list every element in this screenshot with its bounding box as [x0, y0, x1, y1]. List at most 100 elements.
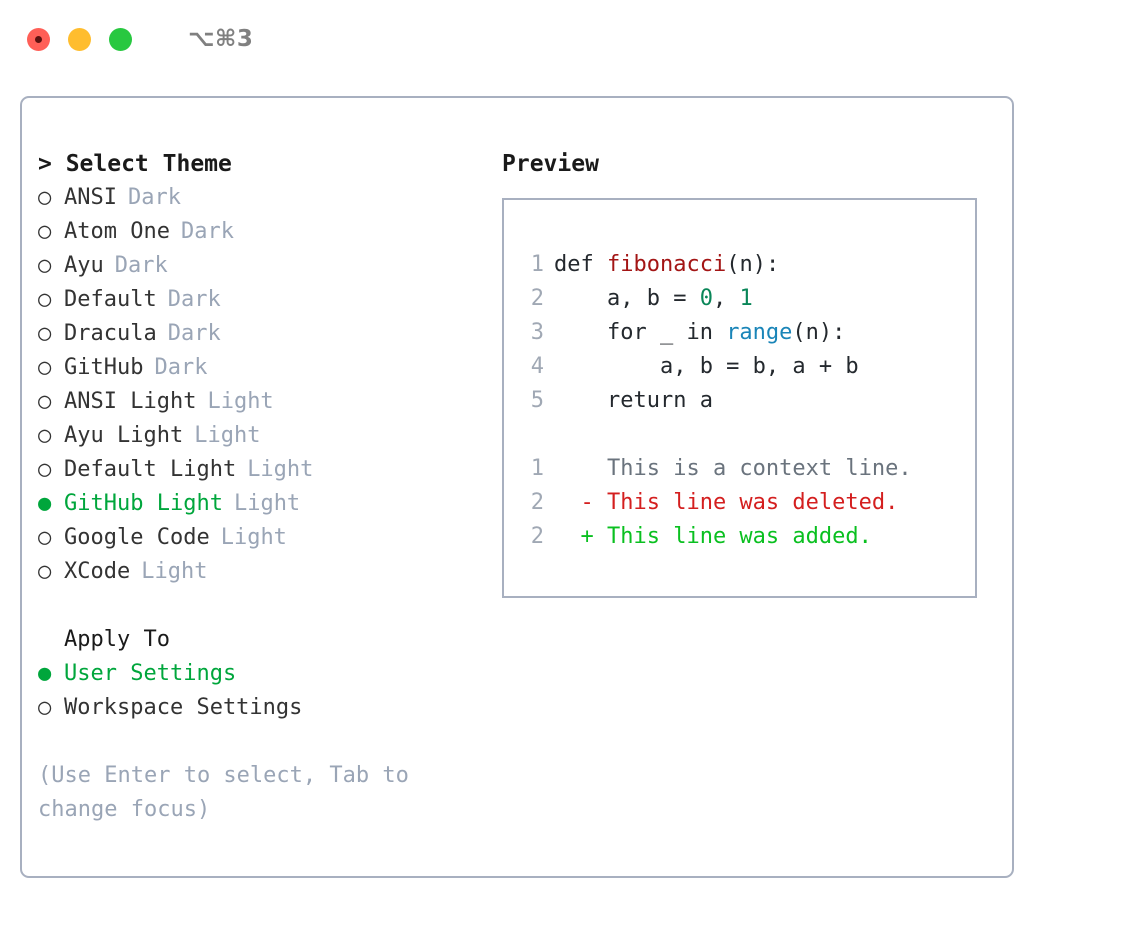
line-number: 2	[530, 524, 544, 549]
diff-line-text: This line was added.	[606, 524, 872, 549]
theme-kind-label: Dark	[180, 219, 234, 244]
zoom-button[interactable]	[109, 27, 132, 51]
radio-unselected-icon: ○	[38, 559, 52, 584]
theme-kind-label: Light	[141, 559, 208, 584]
radio-unselected-icon: ○	[38, 185, 52, 210]
theme-name: ANSI	[64, 185, 117, 210]
theme-name: ANSI Light	[64, 389, 197, 414]
diff-sample: 1 This is a context line.2 - This line w…	[522, 452, 975, 554]
radio-unselected-icon: ○	[38, 287, 52, 312]
theme-option-google-code[interactable]: ○ Google Code Light	[38, 521, 488, 555]
apply-to-option-workspace-settings[interactable]: ○ Workspace Settings	[38, 691, 488, 725]
theme-option-github-light[interactable]: ● GitHub Light Light	[38, 487, 488, 521]
select-theme-header: > Select Theme	[38, 151, 232, 177]
line-number: 4	[530, 354, 544, 379]
code-token: def	[554, 252, 607, 277]
code-token: range	[726, 320, 793, 345]
theme-kind-label: Light	[207, 389, 274, 414]
code-token: (n):	[792, 320, 846, 345]
code-diff-separator	[522, 418, 975, 452]
line-number: 2	[530, 490, 544, 515]
theme-kind-label: Dark	[167, 321, 221, 346]
theme-kind-label: Dark	[114, 253, 168, 278]
radio-unselected-icon: ○	[38, 695, 52, 720]
theme-name: Google Code	[64, 525, 210, 550]
code-line-text: a, b = b, a + b	[554, 350, 859, 384]
title-bar: ⌥⌘3	[0, 0, 1140, 78]
window-controls	[27, 27, 132, 51]
diff-marker: -	[554, 490, 607, 515]
apply-to-option-user-settings[interactable]: ● User Settings	[38, 657, 488, 691]
line-number: 5	[530, 388, 544, 413]
code-line-text: def fibonacci(n):	[554, 248, 779, 282]
theme-name: XCode	[64, 559, 131, 584]
preview-header: Preview	[502, 151, 599, 177]
theme-kind-label: Light	[233, 491, 301, 516]
code-token: return a	[554, 388, 713, 413]
theme-kind-label: Dark	[154, 355, 208, 380]
close-button[interactable]	[27, 27, 50, 51]
apply-to-label: User Settings	[64, 661, 237, 686]
theme-name: Ayu Light	[64, 423, 184, 448]
theme-kind-label: Light	[220, 525, 287, 550]
apply-to-label: Workspace Settings	[64, 695, 303, 720]
code-line-text: for _ in range(n):	[554, 316, 845, 350]
theme-name: Default Light	[64, 457, 237, 482]
line-number: 1	[530, 456, 544, 481]
diff-line: 2 + This line was added.	[522, 520, 975, 554]
radio-unselected-icon: ○	[38, 423, 52, 448]
theme-option-default-light[interactable]: ○ Default Light Light	[38, 453, 488, 487]
radio-unselected-icon: ○	[38, 355, 52, 380]
line-number: 1	[530, 252, 544, 277]
line-number: 2	[530, 286, 544, 311]
theme-option-ayu[interactable]: ○ Ayu Dark	[38, 249, 488, 283]
radio-unselected-icon: ○	[38, 321, 52, 346]
diff-line-text: This line was deleted.	[606, 490, 899, 515]
apply-to-options[interactable]: ● User Settings ○ Workspace Settings	[38, 657, 488, 725]
radio-unselected-icon: ○	[38, 457, 52, 482]
radio-unselected-icon: ○	[38, 525, 52, 550]
diff-marker	[554, 452, 607, 486]
theme-kind-label: Light	[247, 457, 314, 482]
diff-line: 2 - This line was deleted.	[522, 486, 975, 520]
radio-selected-icon: ●	[38, 491, 52, 516]
code-token: ,	[712, 286, 740, 311]
code-token: fibonacci	[606, 252, 727, 277]
theme-option-ansi[interactable]: ○ ANSI Dark	[38, 181, 488, 215]
minimize-button[interactable]	[68, 27, 91, 51]
code-line: 4 a, b = b, a + b	[522, 350, 975, 384]
theme-option-xcode[interactable]: ○ XCode Light	[38, 555, 488, 589]
code-line: 1 def fibonacci(n):	[522, 248, 975, 282]
apply-to-title: Apply To	[64, 627, 170, 652]
radio-selected-icon: ●	[38, 661, 52, 686]
theme-name: Ayu	[64, 253, 104, 278]
code-token: for _ in	[554, 320, 727, 345]
apply-to-section: Apply To ● User Settings ○ Workspace Settin…	[38, 623, 488, 725]
theme-name: GitHub Light	[64, 491, 223, 516]
code-line-text: return a	[554, 384, 713, 418]
code-line: 5 return a	[522, 384, 975, 418]
radio-unselected-icon: ○	[38, 219, 52, 244]
radio-unselected-icon: ○	[38, 253, 52, 278]
code-line: 2 a, b = 0, 1	[522, 282, 975, 316]
diff-marker: +	[554, 524, 607, 549]
code-token: a, b = b, a + b	[554, 354, 859, 379]
code-token: 0	[699, 286, 713, 311]
code-line-text: a, b = 0, 1	[554, 282, 753, 316]
theme-kind-label: Dark	[127, 185, 181, 210]
keyboard-shortcut-label: ⌥⌘3	[188, 26, 254, 52]
line-number: 3	[530, 320, 544, 345]
code-token: (n):	[726, 252, 780, 277]
